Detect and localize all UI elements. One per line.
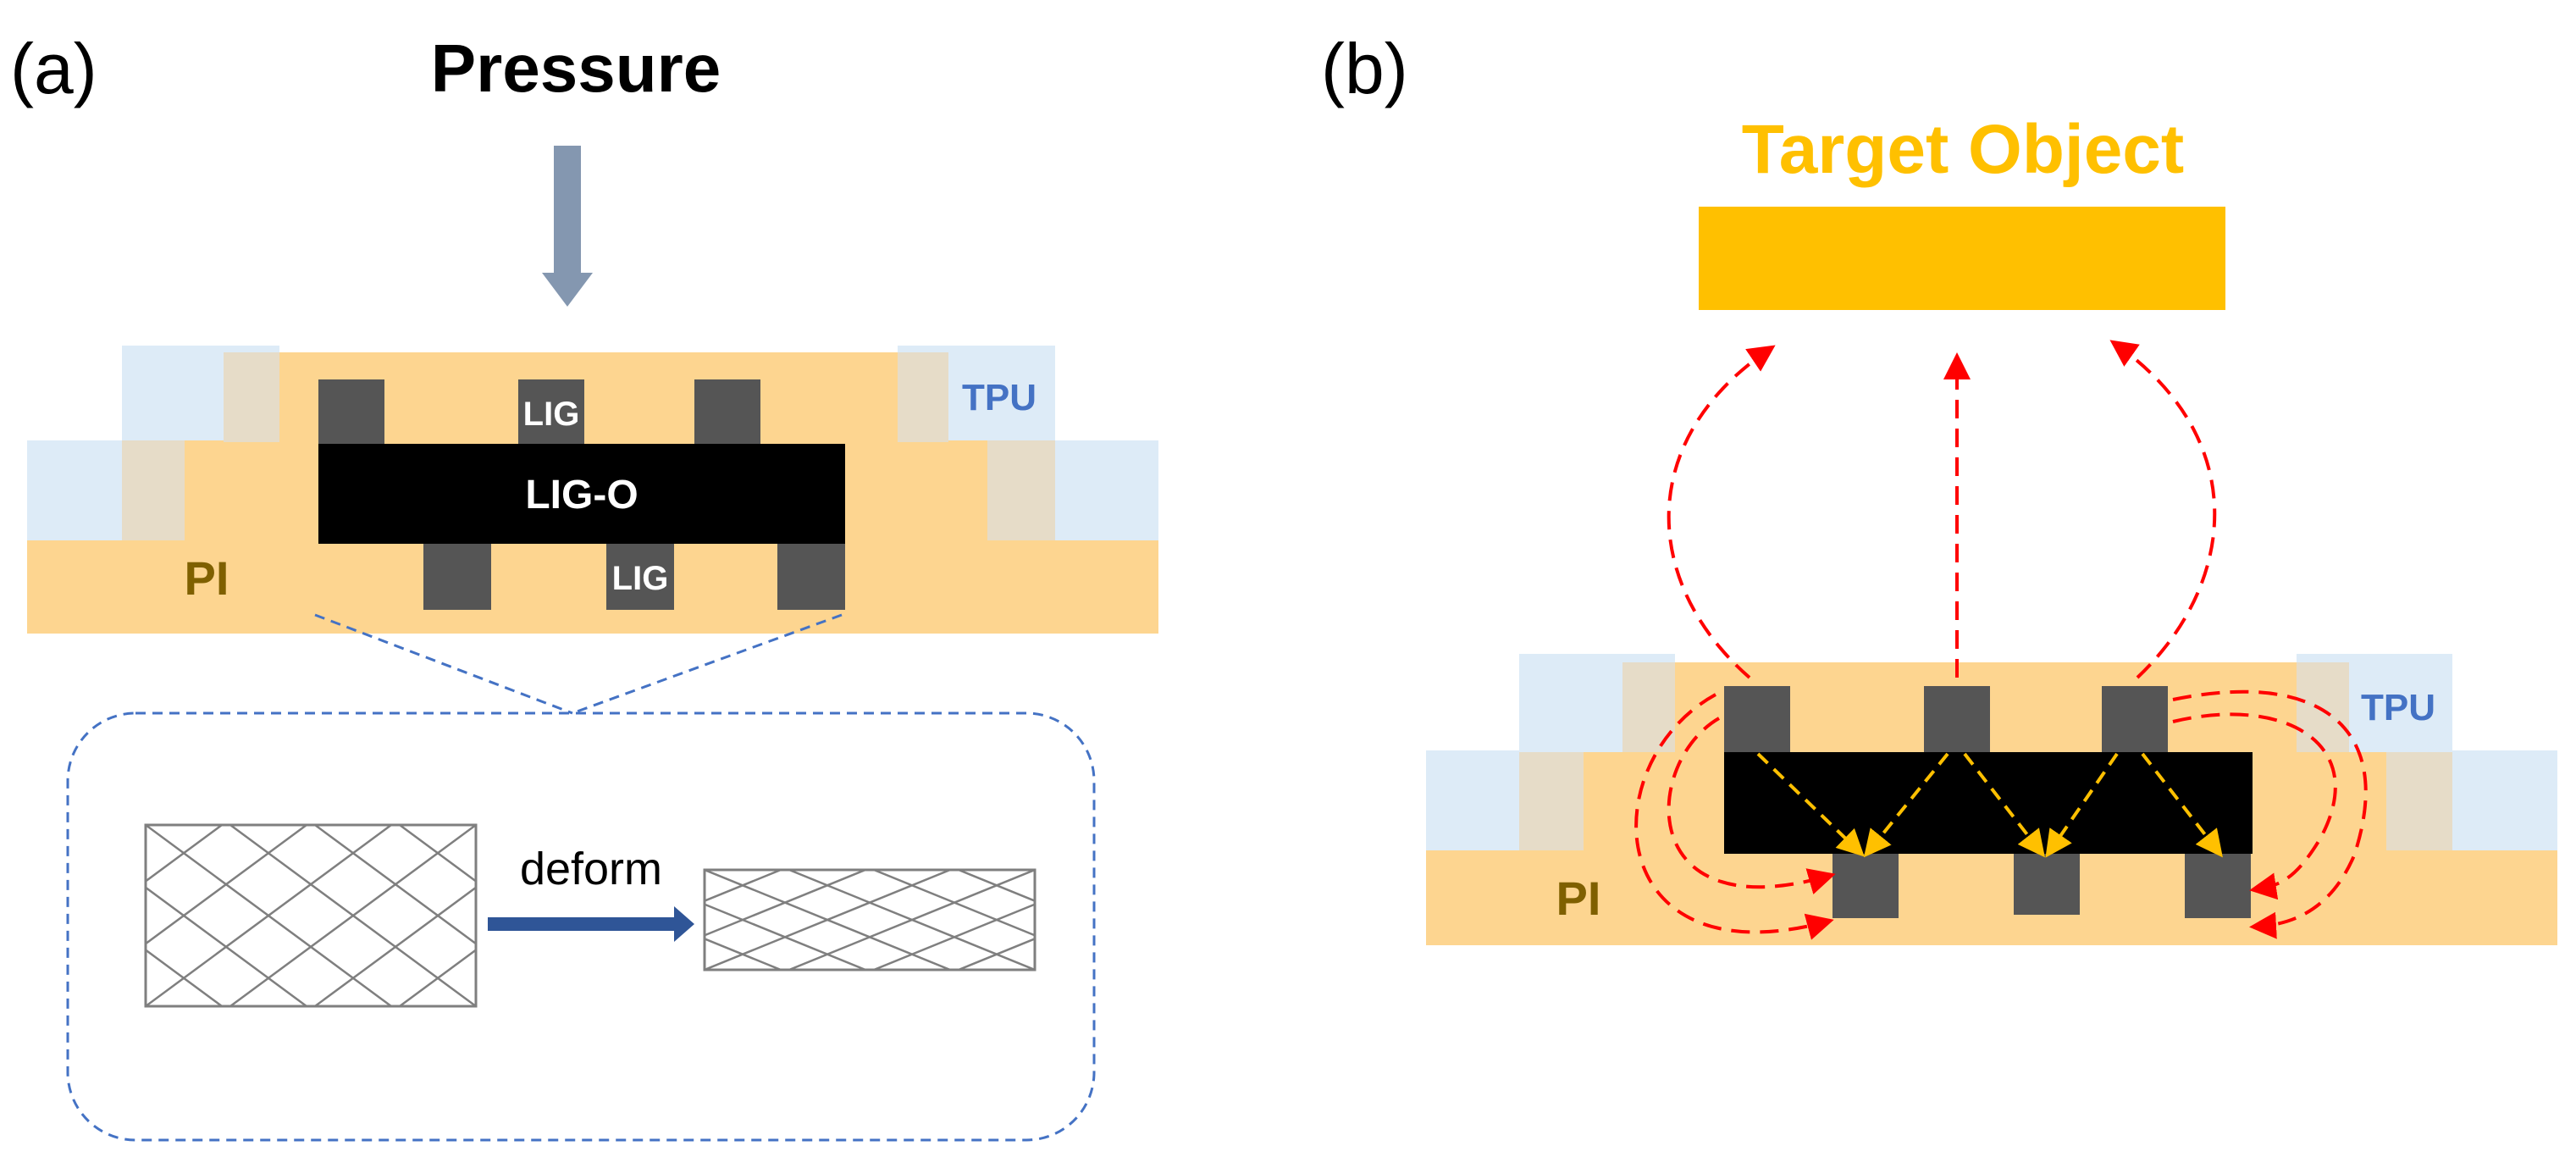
pressure-label: Pressure xyxy=(431,30,721,106)
lig-electrode-top xyxy=(1924,686,1990,752)
target-object xyxy=(1699,207,2225,310)
tpu-overlap xyxy=(987,440,1055,540)
lig-electrode-bottom xyxy=(1832,854,1899,918)
lig-electrode-bottom xyxy=(423,544,491,610)
panel-a-label: (a) xyxy=(10,29,97,108)
lig-o-label: LIG-O xyxy=(525,473,638,518)
sensor-stack-b: TPU PI xyxy=(1426,654,2557,945)
lig-electrode-bottom xyxy=(606,544,674,610)
lig-electrode-top xyxy=(694,379,760,444)
lig-electrode-bottom xyxy=(777,544,845,610)
deform-label: deform xyxy=(520,844,662,894)
lig-o-layer xyxy=(1724,752,2253,854)
tpu-overlap xyxy=(898,352,948,442)
lig-o-layer xyxy=(318,444,845,544)
tpu-overlap xyxy=(122,440,185,540)
mesh-undeformed xyxy=(144,823,478,1008)
zoom-callout: deform xyxy=(66,613,1096,1142)
pi-substrate xyxy=(27,540,1158,634)
zoom-box xyxy=(66,711,1096,1142)
tpu-overlap xyxy=(1519,752,1584,850)
deform-arrow xyxy=(488,906,694,942)
tpu-overlap xyxy=(224,352,279,442)
field-lines-internal xyxy=(1756,752,2223,858)
field-lines-external xyxy=(1667,340,2217,679)
lig-electrode-bottom xyxy=(2014,854,2080,915)
pi-label: PI xyxy=(1556,872,1601,925)
lig-electrode-top xyxy=(2102,686,2168,752)
tpu-label: TPU xyxy=(2361,687,2435,728)
lig-bottom-label: LIG xyxy=(612,560,669,597)
pi-substrate xyxy=(1426,850,2557,945)
panel-b-label: (b) xyxy=(1321,29,1408,108)
tpu-label: TPU xyxy=(962,377,1036,418)
lig-electrode-bottom xyxy=(2185,854,2251,918)
target-object-label: Target Object xyxy=(1742,111,2184,188)
lig-electrode-top xyxy=(318,379,384,444)
lig-electrode-top xyxy=(1724,686,1790,752)
mesh-deformed xyxy=(703,868,1036,971)
field-lines-fringe-right xyxy=(2172,689,2368,939)
pi-label: PI xyxy=(185,551,229,605)
panel-b: (b) Target Object TPU PI xyxy=(1321,29,2557,945)
sensor-stack-a: LIG LIG-O LIG TPU PI xyxy=(27,346,1158,634)
pressure-arrow xyxy=(542,146,593,307)
panel-a: (a) Pressure LIG xyxy=(10,29,1158,1142)
tpu-overlap xyxy=(2386,752,2452,850)
field-lines-fringe-left xyxy=(1634,693,1836,940)
lig-electrode-top xyxy=(518,379,584,444)
tpu-overlap xyxy=(2297,662,2349,752)
lig-top-label: LIG xyxy=(523,396,580,433)
